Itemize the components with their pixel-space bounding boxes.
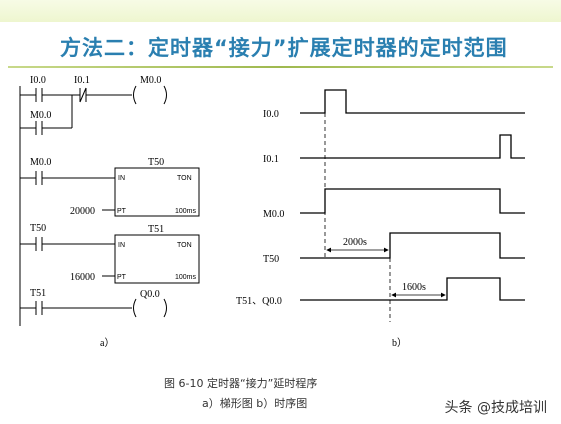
timing-label-t50: T50 — [263, 254, 279, 265]
coil-m00-left — [133, 85, 137, 105]
coil-m00-right — [163, 85, 167, 105]
waveform-t51-q00 — [300, 277, 525, 301]
label-t50-ton: TON — [177, 175, 192, 182]
label-t50-pt: PT — [117, 208, 127, 215]
waveform-i01 — [300, 134, 525, 159]
ladder-diagram — [19, 85, 200, 326]
timer-t51-box — [114, 234, 200, 284]
label-t51-pt: PT — [117, 274, 127, 281]
coil-q00-left — [133, 298, 137, 318]
label-coil-q00: Q0.0 — [140, 289, 160, 300]
rung-4 — [20, 298, 167, 318]
timing-diagram — [300, 89, 525, 301]
label-t51-unit: 100ms — [175, 274, 197, 281]
top-bar — [0, 0, 561, 22]
rung-1 — [20, 85, 167, 135]
delay1-label: 2000s — [343, 237, 367, 248]
label-i01: I0.1 — [74, 75, 90, 86]
label-r3-contact: T50 — [30, 223, 46, 234]
label-t51: T51 — [148, 224, 164, 235]
label-part-b: b） — [392, 337, 407, 349]
label-coil-m00: M0.0 — [140, 75, 161, 86]
contact-i01-slash — [79, 87, 87, 103]
waveform-m00 — [300, 188, 525, 214]
figure-subcaption: a）梯形图 b）时序图 — [202, 397, 308, 410]
label-t51-ton: TON — [177, 242, 192, 249]
rung-3 — [20, 234, 200, 284]
label-r4-contact: T51 — [30, 288, 46, 299]
title-underline — [8, 66, 553, 68]
timing-label-i00: I0.0 — [263, 109, 279, 120]
timing-label-t51-q00: T51、Q0.0 — [236, 296, 282, 307]
waveform-i00 — [300, 89, 525, 114]
label-t51-in: IN — [118, 242, 125, 249]
label-t50-preset: 20000 — [70, 206, 95, 217]
waveform-t50 — [300, 232, 525, 259]
delay2-label: 1600s — [402, 282, 426, 293]
label-r2-contact: M0.0 — [30, 157, 51, 168]
timing-label-i01: I0.1 — [263, 154, 279, 165]
label-t50-in: IN — [118, 175, 125, 182]
label-i00: I0.0 — [30, 75, 46, 86]
label-t50-unit: 100ms — [175, 208, 197, 215]
timing-labels: I0.0 I0.1 M0.0 T50 T51、Q0.0 2000s 1600s … — [236, 109, 426, 349]
coil-q00-right — [163, 298, 167, 318]
label-t50: T50 — [148, 157, 164, 168]
timing-label-m00: M0.0 — [263, 209, 284, 220]
watermark: 头条 @技成培训 — [444, 400, 547, 416]
timing-markers — [324, 113, 446, 322]
label-branch-m00: M0.0 — [30, 110, 51, 121]
figure-caption: 图 6-10 定时器“接力”延时程序 — [164, 377, 318, 390]
label-t51-preset: 16000 — [70, 272, 95, 283]
label-part-a: a） — [100, 337, 114, 349]
timer-t50-box — [114, 167, 200, 217]
slide-title: 方法二：定时器“接力”扩展定时器的定时范围 — [60, 36, 508, 60]
ladder-labels: I0.0 I0.1 M0.0 M0.0 M0.0 T50 IN TON 2000… — [30, 75, 197, 349]
rung-2 — [20, 167, 200, 217]
